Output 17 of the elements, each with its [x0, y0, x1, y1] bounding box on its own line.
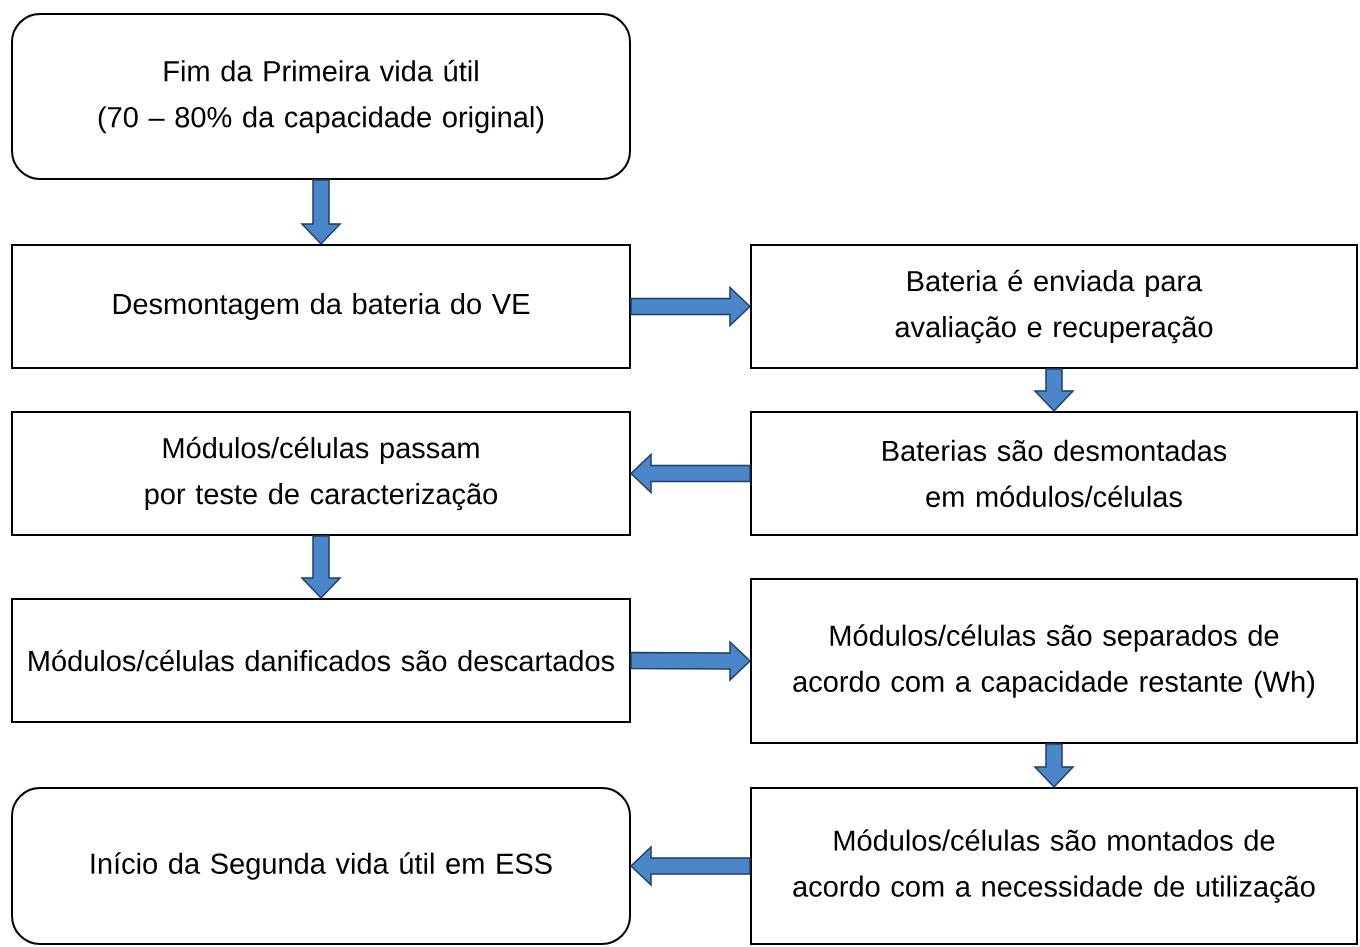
process-box: Módulos/células são separados de acordo com a capacidade restante (Wh) — [750, 578, 1358, 744]
process-box: Desmontagem da bateria do VE — [11, 244, 631, 369]
block-arrow — [630, 640, 752, 682]
process-box: Baterias são desmontadas em módulos/células — [750, 411, 1358, 536]
process-box: Bateria é enviada para avaliação e recuperação — [750, 244, 1358, 369]
rounded-box: Fim da Primeira vida útil (70 – 80% da capacidade original) — [11, 13, 631, 180]
block-arrow — [1033, 368, 1075, 413]
block-arrow — [1033, 743, 1075, 789]
block-arrow — [300, 179, 342, 246]
process-box: Módulos/células passam por teste de caracterização — [11, 411, 631, 536]
block-arrow — [629, 452, 751, 495]
block-arrow — [629, 845, 751, 887]
process-box: Módulos/células são montados de acordo com a necessidade de utilização — [750, 787, 1358, 945]
rounded-box: Início da Segunda vida útil em ESS — [11, 787, 631, 945]
block-arrow — [300, 535, 342, 600]
block-arrow — [630, 285, 752, 328]
process-box: Módulos/células danificados são descartados — [11, 598, 631, 723]
